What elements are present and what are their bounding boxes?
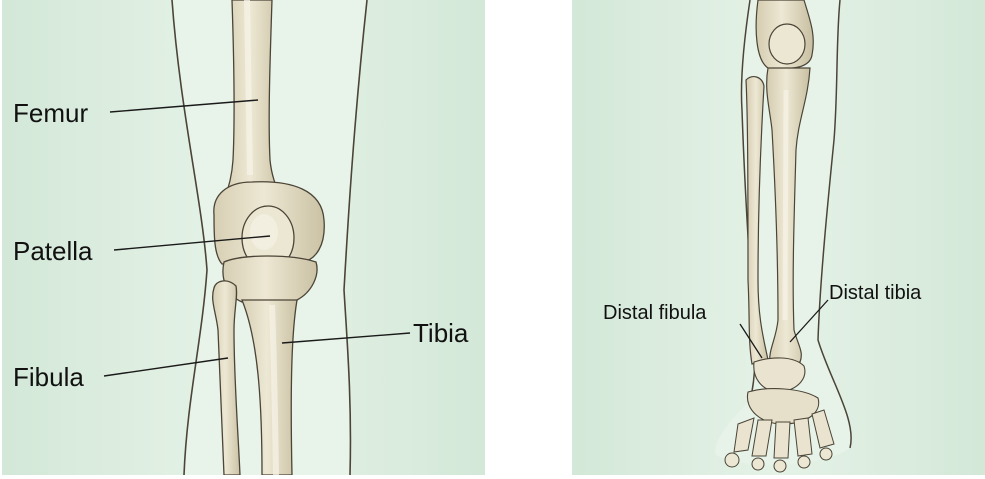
patella-highlight [250, 214, 278, 250]
tibia-plateau [223, 256, 317, 302]
distal-fibula-label: Distal fibula [603, 303, 706, 323]
femur-highlight [247, 0, 250, 175]
femur-label: Femur [13, 100, 88, 126]
tibia-highlight [785, 90, 786, 320]
toe-phalanx-4 [798, 456, 810, 468]
toe-phalanx-3 [774, 460, 786, 472]
toe-phalanx-2 [752, 458, 764, 470]
lower-leg-illustration-panel: Distal fibula Distal tibia [572, 0, 985, 475]
patella-label: Patella [13, 238, 93, 264]
toe-phalanx-5 [820, 448, 832, 460]
metatarsal-3 [774, 422, 790, 458]
tibia-label: Tibia [413, 320, 468, 346]
knee-illustration-panel: Femur Patella Fibula Tibia [2, 0, 485, 475]
fibula-label: Fibula [13, 364, 84, 390]
distal-tibia-label: Distal tibia [829, 283, 921, 303]
lower-leg-illustration [572, 0, 985, 475]
patella-bone [769, 24, 805, 64]
toe-phalanx-1 [725, 453, 739, 467]
tibia-highlight [272, 305, 276, 475]
